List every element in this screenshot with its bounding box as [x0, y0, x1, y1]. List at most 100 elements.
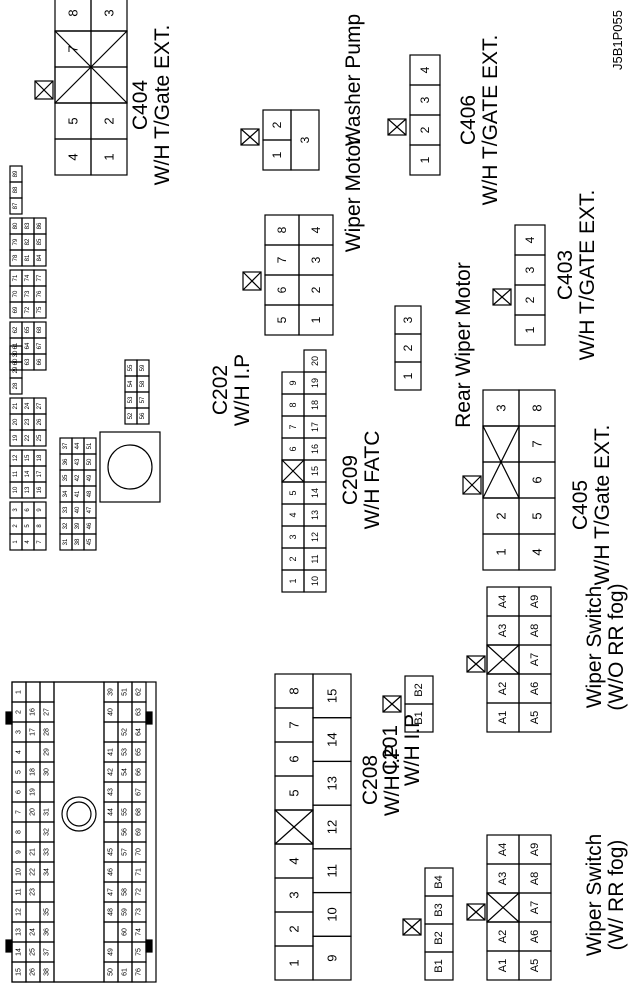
c202-pin-18: 18 — [37, 454, 43, 461]
c202-pin-10: 10 — [13, 486, 19, 493]
c202-center-square — [99, 431, 161, 503]
wiper-switch-no-rr-pin-a8: A8 — [529, 624, 541, 637]
c404-latch-line — [34, 80, 54, 100]
washer-pump-pin-3: 3 — [298, 136, 312, 143]
c202-pin-15: 15 — [25, 454, 31, 461]
c208-cross-line — [274, 809, 314, 845]
wiper-switch-rr-pin-a6: A6 — [529, 930, 541, 943]
c405-blank-cell — [482, 425, 520, 499]
c405-pin-4: 4 — [530, 548, 545, 555]
washer-pump-label: Washer Pump — [342, 0, 365, 160]
c202-pin-2: 2 — [13, 524, 19, 528]
wiper-motor-pin-8: 8 — [275, 226, 289, 233]
c202-pin-65: 65 — [25, 326, 31, 333]
c201-pin-30: 30 — [44, 768, 51, 776]
wiper-switch-rr-line1: Wiper Switch — [583, 833, 606, 957]
c202-pin-46: 46 — [87, 522, 93, 529]
c201-pin-58: 58 — [122, 888, 129, 896]
c209-pin-13: 13 — [310, 510, 320, 520]
c202-pin-5: 5 — [25, 524, 31, 528]
c202-pin-56: 56 — [140, 412, 146, 419]
c201-pin-45: 45 — [108, 848, 115, 856]
washer-pump-pin-cell — [290, 109, 320, 171]
c202-pin-26: 26 — [37, 418, 43, 425]
c201-pin-72: 72 — [136, 888, 143, 896]
wiper-motor-pin-2: 2 — [309, 286, 323, 293]
c202-pin-13: 13 — [25, 486, 31, 493]
wiper-switch-no-rr-pin-b2: B2 — [413, 683, 425, 696]
c201-pin-48: 48 — [108, 908, 115, 916]
reference-code: J5B1P055 — [607, 5, 628, 75]
c201-pin-57: 57 — [122, 848, 129, 856]
c202-pin-4: 4 — [25, 540, 31, 544]
c209-pin-4: 4 — [288, 512, 298, 517]
wiper-switch-no-rr-pin-a3: A3 — [497, 624, 509, 637]
c202-pin-33: 33 — [63, 506, 69, 513]
c405-cross-line — [482, 425, 520, 499]
c202-pin-82: 82 — [25, 238, 31, 245]
c406-pin-2: 2 — [418, 126, 432, 133]
c202-pin-27: 27 — [37, 402, 43, 409]
wiper-switch-no-rr-line1: Wiper Switch — [583, 585, 606, 709]
c208-pin-2: 2 — [287, 925, 302, 932]
c209-subtitle: W/H FATC — [361, 430, 384, 530]
c201-tab-icon — [5, 939, 13, 953]
c208-pin-12: 12 — [325, 820, 340, 834]
c208-pin-14: 14 — [325, 732, 340, 746]
c201-pin-37: 37 — [44, 948, 51, 956]
rear-wiper-motor-pin-cell — [394, 305, 422, 335]
c202-pin-52: 52 — [128, 412, 134, 419]
c406-label: C406 W/H T/GATE EXT. — [457, 20, 502, 220]
c201-pin-46: 46 — [108, 868, 115, 876]
c208-pin-9: 9 — [325, 955, 340, 962]
c202-pin-86: 86 — [37, 222, 43, 229]
c202-pin-cell — [33, 449, 47, 467]
c208-pin-4: 4 — [287, 857, 302, 864]
c202-pin-7: 7 — [37, 540, 43, 544]
wiper-switch-no-rr-a-latch-line — [466, 655, 486, 673]
c202-pin-66: 66 — [37, 358, 43, 365]
wiper-switch-no-rr-b-latch-icon — [382, 695, 402, 713]
c202-pin-53: 53 — [128, 396, 134, 403]
c406-pin-4: 4 — [418, 66, 432, 73]
c202-pin-43: 43 — [75, 458, 81, 465]
c209-pin-17: 17 — [310, 422, 320, 432]
c406-pin-cell — [409, 54, 441, 86]
c202-pin-88: 88 — [13, 186, 19, 193]
c209-pin-3: 3 — [288, 534, 298, 539]
c209-pin-1: 1 — [288, 578, 298, 583]
c201-pin-13: 13 — [16, 928, 23, 936]
c202-pin-63: 63 — [25, 358, 31, 365]
c201-tab-icon — [145, 711, 153, 725]
wiper-switch-rr-label: Wiper Switch (W/ RR fog) — [583, 810, 628, 980]
c201-pin-cell — [131, 681, 147, 703]
c202-pin-8: 8 — [37, 524, 43, 528]
c202-pin-cell — [33, 217, 47, 235]
c202-pin-47: 47 — [87, 506, 93, 513]
c202-pin-35: 35 — [63, 474, 69, 481]
c202-pin-21: 21 — [13, 402, 19, 409]
wiper-motor-pin-cell — [298, 214, 334, 246]
c209-pin-6: 6 — [288, 446, 298, 451]
c201-pin-5: 5 — [16, 770, 23, 774]
c201-pin-36: 36 — [44, 928, 51, 936]
c201-pin-15: 15 — [16, 968, 23, 976]
c201-center-circle — [61, 796, 97, 832]
c202-pin-45: 45 — [87, 538, 93, 545]
wiper-switch-no-rr-cross-line — [486, 644, 520, 675]
c202-pin-71: 71 — [13, 274, 19, 281]
c404-latch-icon — [34, 80, 54, 100]
wiper-switch-no-rr-pin-a1: A1 — [497, 711, 509, 724]
c201-pin-28: 28 — [44, 728, 51, 736]
c201-pin-11: 11 — [16, 888, 23, 895]
c404-pin-3: 3 — [102, 9, 117, 16]
c202-pin-51: 51 — [87, 442, 93, 449]
wiper-switch-rr-pin-a7: A7 — [529, 901, 541, 914]
c209-pin-10: 10 — [310, 576, 320, 586]
c406-pin-1: 1 — [418, 156, 432, 163]
c404-pin-4: 4 — [66, 153, 81, 160]
c202-pin-41: 41 — [75, 490, 81, 497]
c403-pin-1: 1 — [523, 326, 537, 333]
c209-pin-14: 14 — [310, 488, 320, 498]
c202-pin-83: 83 — [25, 222, 31, 229]
